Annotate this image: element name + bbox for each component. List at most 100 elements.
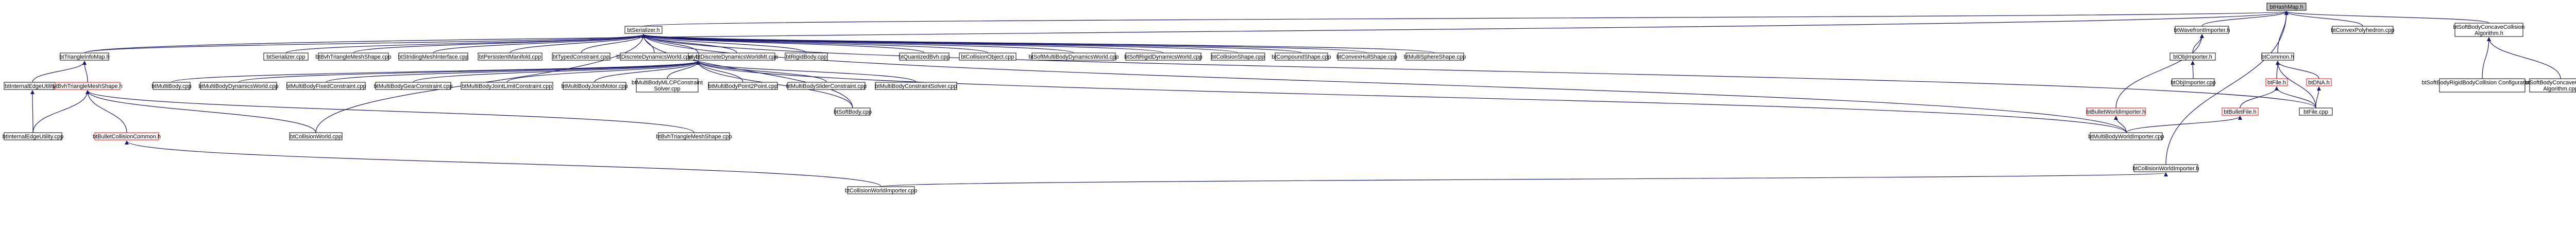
node-triinfomap[interactable]: btTriangleInfoMap.h	[59, 52, 110, 61]
node-s2[interactable]: btBvhTriangleMeshShape.cpp	[316, 52, 392, 61]
node-s7[interactable]: btDiscreteDynamicsWorldMt.cpp	[696, 52, 778, 61]
node-box	[263, 52, 309, 61]
node-s11[interactable]: btSoftMultiBodyDynamicsWorld.cpp	[1029, 52, 1119, 61]
node-m4[interactable]: btMultiBodyGearConstraint.cpp	[374, 82, 453, 90]
node-box	[835, 107, 871, 116]
node-s8[interactable]: btRigidBody.cpp	[785, 52, 828, 61]
node-m5[interactable]: btMultiBodyJointLimitConstraint.cpp	[461, 82, 553, 90]
edge-internaledge_h-to-triinfomap	[32, 61, 87, 83]
node-convexpoly[interactable]: btConvexPolyhedron.cpp	[2331, 26, 2395, 34]
node-box	[2265, 78, 2288, 86]
node-bvhtrimesh_cpp[interactable]: btBvhTriangleMeshShape.cpp	[656, 132, 732, 140]
edge-m1-to-mbcollider	[171, 61, 700, 83]
node-label: btCollisionShape.cpp	[1211, 54, 1264, 60]
edge-triinfomap-to-hashmap	[84, 11, 2289, 53]
node-box	[1211, 52, 1265, 61]
node-m1[interactable]: btMultiBody.cpp	[151, 82, 192, 90]
edge-s8-to-serializer	[641, 34, 807, 53]
node-internaledge_cpp[interactable]: btInternalEdgeUtility.cpp	[3, 132, 63, 140]
node-bulletfile[interactable]: btBulletFile.h	[2222, 107, 2259, 116]
node-label: btSoftBodyConcaveCollision	[2453, 24, 2525, 30]
node-s6[interactable]: btDiscreteDynamicsWorld.cpp	[616, 52, 692, 61]
node-serializer[interactable]: btSerializer.h	[624, 26, 663, 34]
node-m6[interactable]: btMultiBodyJointMotor.cpp	[561, 82, 628, 90]
node-box	[152, 82, 191, 90]
node-s9[interactable]: btQuantizedBvh.cpp	[899, 52, 950, 61]
node-box	[318, 52, 389, 61]
edge-common-to-hashmap	[2277, 11, 2289, 53]
node-common[interactable]: btCommon.h	[2261, 52, 2294, 61]
node-bulletworldimporter[interactable]: btBulletWorldImporter.h	[2086, 107, 2146, 116]
node-s14[interactable]: btCompoundShape.cpp	[1272, 52, 1331, 61]
node-box	[2439, 78, 2526, 93]
node-m2[interactable]: btMultiBodyDynamicsWorld.cpp	[198, 82, 279, 90]
node-s10[interactable]: btCollisionObject.cpp	[959, 52, 1016, 61]
node-shape_cpps[interactable]: btSoftBodyRigidBodyCollision Configurati…	[2422, 78, 2543, 93]
node-m10[interactable]: btMultiBodyConstraintSolver.cpp	[875, 82, 957, 90]
node-m9[interactable]: btMultiBodySliderConstraint.cpp	[786, 82, 867, 90]
node-label: btSoftRigidDynamicsWorld.cpp	[1124, 54, 1202, 60]
node-m11[interactable]: btSoftBody.cpp	[834, 107, 872, 116]
edge-s16-to-serializer	[641, 34, 1435, 53]
node-bulletcollcommon[interactable]: btBulletCollisionCommon.h	[93, 132, 161, 140]
edge-s3-to-serializer	[433, 34, 646, 53]
node-label: btMultiBodySliderConstraint.cpp	[786, 83, 867, 89]
node-label: btMultiBodyPoint2Point.cpp	[708, 83, 778, 89]
node-label: btBulletCollisionCommon.h	[93, 134, 161, 140]
node-box	[478, 52, 543, 61]
node-m8[interactable]: btMultiBodyPoint2Point.cpp	[708, 82, 778, 90]
node-box	[2261, 52, 2294, 61]
node-file_cpp[interactable]: btFile.cpp	[2299, 107, 2333, 116]
node-s15[interactable]: btConvexHullShape.cpp	[1336, 52, 1397, 61]
node-label: btInternalEdgeUtility.h	[5, 83, 60, 89]
edge-collworldimporter_cpp-to-bulletcollcommon	[125, 140, 882, 187]
node-box	[200, 82, 277, 90]
edge-collworld_cpp-to-bvhtrimesh	[86, 90, 316, 133]
node-label: btBvhTriangleMeshShape.cpp	[656, 134, 732, 140]
node-file_h[interactable]: btFile.h	[2265, 78, 2288, 86]
node-s1[interactable]: btSerializer.cpp	[263, 52, 309, 61]
node-collworld_cpp[interactable]: btCollisionWorld.cpp	[289, 132, 343, 140]
node-s4[interactable]: btPersistentManifold.cpp	[478, 52, 543, 61]
node-internaledge_h[interactable]: btInternalEdgeUtility.h	[4, 82, 61, 90]
node-dna_h[interactable]: btDNA.h	[2306, 78, 2332, 86]
node-label: Solver.cpp	[654, 86, 680, 92]
node-m3[interactable]: btMultiBodyFixedConstraint.cpp	[286, 82, 366, 90]
edge-collworldimporter_h-to-hashmap	[2165, 11, 2289, 165]
node-s16[interactable]: btMultiSphereShape.cpp	[1404, 52, 1466, 61]
edge-triinfomap-to-serializer	[84, 34, 646, 53]
node-collworldimporter_h[interactable]: btCollisionWorldImporter.h	[2133, 164, 2199, 172]
node-label: btFile.h	[2267, 80, 2286, 86]
edge-bulletcollcommon-to-bvhtrimesh	[86, 90, 127, 133]
node-bvhtrimesh[interactable]: btBvhTriangleMeshShape.h	[53, 82, 123, 90]
node-objimporter[interactable]: btObjImporter.h	[2170, 52, 2216, 61]
node-box	[636, 78, 699, 93]
node-s12[interactable]: btSoftRigidDynamicsWorld.cpp	[1124, 52, 1202, 61]
edge-m10-to-mbcollider	[696, 61, 917, 83]
node-box	[787, 82, 866, 90]
node-label: btDiscreteDynamicsWorld.cpp	[616, 54, 692, 60]
node-box	[60, 52, 109, 61]
edge-wavefront-to-hashmap	[2201, 11, 2289, 27]
node-s5[interactable]: btTypedConstraint.cpp	[552, 52, 611, 61]
node-box	[2086, 107, 2146, 116]
node-box	[94, 132, 159, 140]
node-label: btCollisionWorldImporter.h	[2133, 166, 2199, 172]
node-collworldimporter_cpp[interactable]: btCollisionWorldImporter.cpp	[845, 186, 917, 194]
node-wavefront[interactable]: btWavefrontImporter.h	[2174, 26, 2230, 34]
node-s13[interactable]: btCollisionShape.cpp	[1211, 52, 1265, 61]
node-label: btMultiBodyJointLimitConstraint.cpp	[462, 83, 552, 89]
node-box	[289, 132, 343, 140]
edge-bvhtrimesh_cpp-to-bvhtrimesh	[86, 90, 694, 133]
node-objimporter_cpp[interactable]: btObjImporter.cpp	[2171, 78, 2216, 86]
node-label: btBulletFile.h	[2224, 109, 2257, 115]
node-label: Algorithm.cpp	[2543, 86, 2576, 92]
node-box	[1031, 52, 1116, 61]
node-box	[2299, 107, 2333, 116]
node-s3[interactable]: btStridingMeshInterface.cpp	[398, 52, 469, 61]
node-mbworldimporter[interactable]: btMultiBodyWorldImporter.cpp	[2088, 132, 2164, 140]
edge-m8-to-mbcollider	[696, 61, 743, 83]
